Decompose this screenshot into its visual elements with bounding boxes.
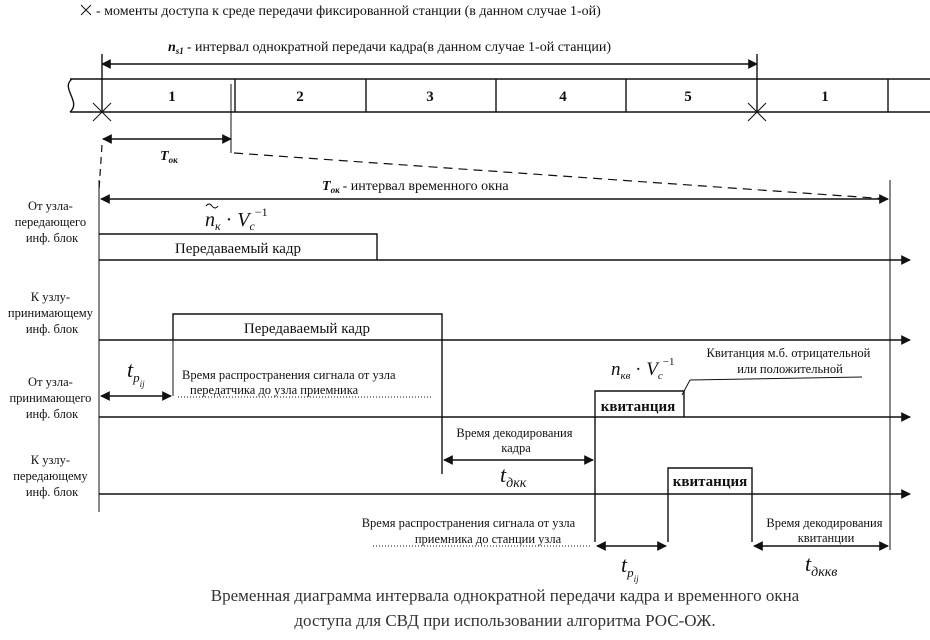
row-label-4: К узлу- передающему инф. блок (13, 453, 91, 499)
tp2-label: tpij (621, 552, 639, 584)
prop1-text: Время распространения сигнала от узла пе… (182, 368, 399, 397)
frame-interval-label: ns1- интервал однократной передачи кадра… (168, 40, 611, 56)
decode1-text: Время декодирования кадра (456, 426, 575, 455)
time-bar: 1 2 3 4 5 1 (67, 54, 930, 122)
window-interval: Tок- интервал временного окна (98, 179, 891, 550)
propagation-2: Время распространения сигнала от узла пр… (362, 516, 667, 584)
tp1-label: tpij (127, 357, 145, 389)
row-label-3: От узла- принимающего инф. блок (9, 375, 94, 421)
timelines (99, 255, 911, 499)
caption-line-1: Временная диаграмма интервала однократно… (211, 586, 800, 605)
slot-4: 4 (559, 89, 567, 105)
legend-text: - моменты доступа к среде передачи фикси… (96, 4, 601, 19)
decode-ack: Время декодирования квитанции tдккв (753, 516, 889, 580)
access-moment-marker-2 (747, 102, 767, 122)
ack-label-1: квитанция (601, 399, 675, 415)
figure-caption: Временная диаграмма интервала однократно… (211, 586, 800, 630)
rx-frame-pulse: Передаваемый кадр (172, 313, 443, 474)
projection-line-right (233, 152, 889, 200)
window-label: Tок- интервал временного окна (322, 179, 509, 195)
slot-5: 5 (684, 89, 692, 105)
slot-1: 1 (168, 89, 176, 105)
slot-1-next: 1 (821, 89, 829, 105)
rx-frame-label: Передаваемый кадр (244, 321, 370, 337)
tx-frame-label: Передаваемый кадр (175, 241, 301, 257)
ack-label-2: квитанция (673, 474, 747, 490)
ack-pulse-rx: квитанция (667, 467, 753, 542)
tx-formula-text: nк · Vс−1 (205, 205, 268, 233)
propagation-1: tpij Время распространения сигнала от уз… (100, 340, 432, 401)
ack-note-text: Квитанция м.б. отрицательной или положит… (707, 346, 874, 376)
decode2-text: Время декодирования квитанции (766, 516, 885, 545)
decode-frame: Время декодирования кадра tдкк (443, 426, 594, 491)
access-moment-icon (80, 4, 92, 16)
frame-interval: ns1- интервал однократной передачи кадра… (101, 40, 758, 69)
access-moment-marker-1 (92, 102, 112, 122)
t-dkkv-label: tдккв (805, 551, 837, 580)
ack-duration-formula: nкв · Vс−1 Квитанция м.б. отрицательной … (611, 346, 874, 396)
row-labels: От узла- передающего инф. блок К узлу- п… (8, 199, 96, 499)
t-dkk-label: tдкк (500, 462, 527, 491)
legend: - моменты доступа к среде передачи фикси… (80, 4, 601, 19)
slot-3: 3 (426, 89, 434, 105)
prop2-text: Время распространения сигнала от узла пр… (362, 516, 579, 546)
ack-formula-text: nкв · Vс−1 (611, 356, 674, 382)
row-label-1: От узла- передающего инф. блок (15, 199, 89, 245)
ack-pulse-tx: квитанция (594, 390, 685, 542)
slot-2: 2 (296, 89, 304, 105)
tx-duration-formula: nк · Vс−1 (205, 203, 268, 233)
t-ok-label: Tок (160, 149, 178, 165)
row-label-2: К узлу- принимающему инф. блок (8, 290, 96, 336)
t-ok-marker: Tок (102, 84, 232, 165)
caption-line-2: доступа для СВД при использовании алгори… (294, 611, 715, 630)
tx-frame-pulse: Передаваемый кадр (99, 233, 378, 260)
